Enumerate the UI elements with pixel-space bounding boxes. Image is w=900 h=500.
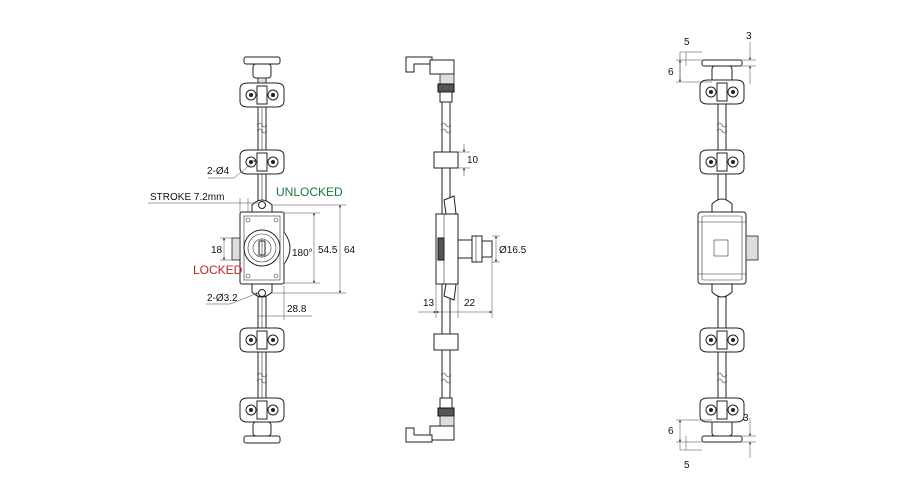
dim-holes-top: 2-Ø4 — [207, 166, 230, 177]
dim-holes-bottom: 2-Ø3.2 — [207, 293, 238, 304]
dim-rear-bottom-5: 5 — [684, 460, 690, 471]
dim-stroke: STROKE 7.2mm — [150, 192, 224, 203]
dim-rear-bottom-3: 3 — [743, 413, 749, 424]
label-locked: LOCKED — [193, 263, 243, 277]
dim-rear-bottom-6: 6 — [668, 426, 674, 437]
dim-rear-top-6: 6 — [668, 67, 674, 78]
dim-13: 13 — [423, 298, 435, 309]
dim-28-8: 28.8 — [287, 304, 307, 315]
dim-rotation: 180° — [292, 248, 313, 259]
side-dimensions: 10 Ø16.5 13 22 — [418, 144, 527, 318]
dim-64: 64 — [344, 245, 356, 256]
dim-18: 18 — [211, 245, 223, 256]
dim-54-5: 54.5 — [318, 245, 338, 256]
dim-22: 22 — [464, 298, 476, 309]
rear-dimensions: 5 6 3 3 6 5 — [668, 31, 756, 471]
side-view — [405, 56, 493, 443]
dim-rear-top-3: 3 — [746, 31, 752, 42]
dim-rear-top-5: 5 — [684, 37, 690, 48]
front-dimensions: 2-Ø4 STROKE 7.2mm UNLOCKED 18 180° LOCKE… — [148, 159, 356, 320]
label-unlocked: UNLOCKED — [276, 185, 343, 199]
rear-view — [697, 59, 759, 443]
dim-diameter: Ø16.5 — [499, 245, 527, 256]
front-view — [231, 56, 291, 444]
dim-10: 10 — [467, 155, 479, 166]
